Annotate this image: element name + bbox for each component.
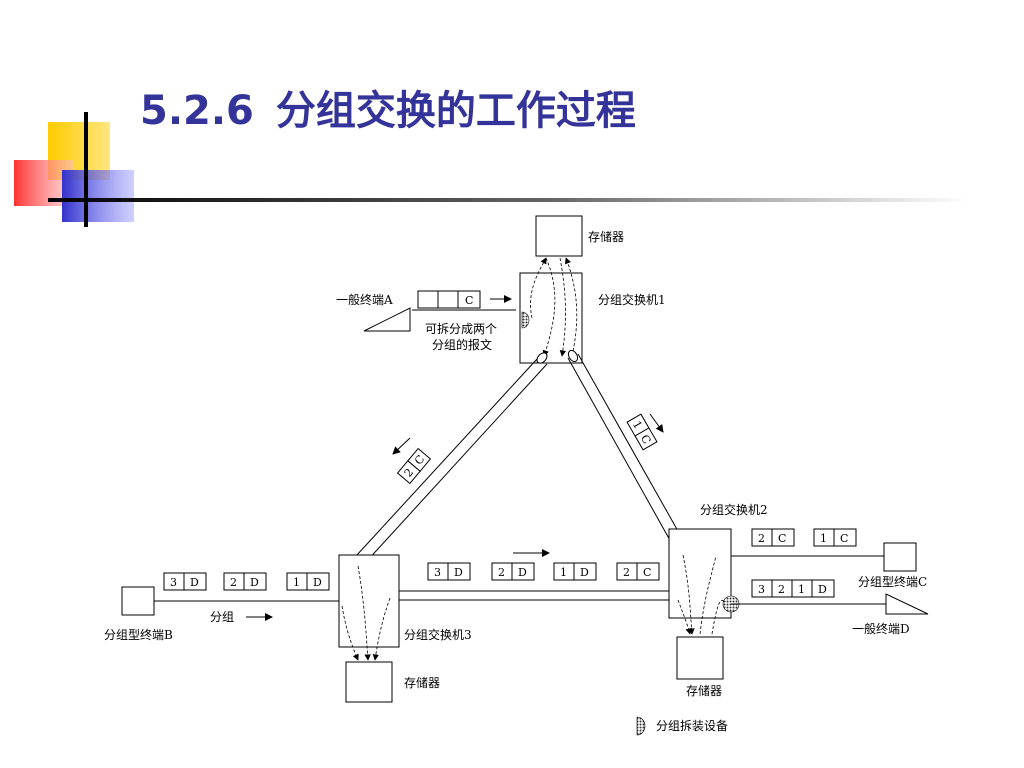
- pkt-c1-num: 2: [758, 532, 765, 545]
- terminal-a-label: 一般终端A: [336, 292, 393, 307]
- terminal-c-label: 分组型终端C: [858, 574, 927, 589]
- storage-right-label: 存储器: [686, 683, 722, 698]
- section-title: 分组交换的工作过程: [275, 88, 636, 134]
- pkt-m2-dest: D: [518, 566, 527, 579]
- note-line-2: 分组的报文: [432, 337, 492, 352]
- pkt-c1-dest: C: [778, 532, 786, 545]
- packets-s2-c: 2 C 1 C: [751, 528, 857, 547]
- pkt-b1-num: 3: [170, 576, 177, 589]
- switch-2-box: [668, 528, 732, 619]
- pkt-m3-dest: D: [580, 566, 589, 579]
- switch-1-flows: [530, 257, 578, 357]
- terminal-d-icon: [885, 593, 929, 615]
- storage-right-box: [676, 636, 724, 680]
- switch-2-label: 分组交换机2: [700, 502, 768, 517]
- legend-label: 分组拆装设备: [656, 718, 728, 733]
- terminal-c-icon: [883, 542, 917, 572]
- switch-2-flows: [677, 554, 725, 635]
- pkt-b1-dest: D: [190, 576, 199, 589]
- pkt-b3-num: 1: [293, 576, 300, 589]
- packets-b: 3 D 2 D 1 D: [163, 572, 330, 591]
- tube-s3-s2: [384, 590, 680, 601]
- terminal-b-label: 分组型终端B: [104, 627, 173, 642]
- message-d: 3 2 1 D: [751, 579, 835, 598]
- switch-3-label: 分组交换机3: [404, 627, 472, 642]
- section-number: 5.2.6: [140, 88, 254, 134]
- msg-d-dest: D: [818, 583, 827, 596]
- page-title: 5.2.6 分组交换的工作过程: [140, 78, 636, 136]
- tube-s1-s2: [567, 349, 688, 556]
- pkt-m4-dest: C: [643, 566, 651, 579]
- terminal-a-icon: [363, 307, 411, 332]
- switch-3-flows: [341, 565, 391, 661]
- arrow-s1-s2: [649, 413, 664, 433]
- switch-3-box: [338, 554, 400, 648]
- msg-d-2: 2: [778, 583, 785, 596]
- packets-s3-s2: 3 D 2 D 1 D 2 C: [427, 562, 660, 581]
- packet-s1-s3: 2 C: [396, 447, 432, 485]
- switch-1-label: 分组交换机1: [598, 292, 666, 307]
- note-line-1: 可拆分成两个: [425, 321, 497, 336]
- packet-label: 分组: [210, 610, 234, 624]
- storage-top-label: 存储器: [588, 229, 624, 244]
- pkt-m4-num: 2: [623, 566, 630, 579]
- pkt-m1-num: 3: [434, 566, 441, 579]
- packet-s1-s2: 1 C: [626, 413, 658, 451]
- msg-d-3: 3: [758, 583, 765, 596]
- message-a: C: [417, 290, 481, 309]
- disassembler-icon-2: [722, 595, 740, 613]
- pkt-b2-num: 2: [230, 576, 237, 589]
- pkt-m1-dest: D: [454, 566, 463, 579]
- legend-icon: [636, 716, 646, 736]
- disassembler-icon-1: [521, 311, 530, 329]
- storage-top-box: [535, 215, 583, 257]
- pkt-b3-dest: D: [313, 576, 322, 589]
- pkt-m2-num: 2: [498, 566, 505, 579]
- msg-d-1: 1: [798, 583, 805, 596]
- pkt-b2-dest: D: [250, 576, 259, 589]
- storage-left-box: [345, 661, 393, 703]
- arrow-s1-s3: [392, 437, 411, 455]
- pkt-m3-num: 1: [560, 566, 567, 579]
- storage-left-label: 存储器: [404, 675, 440, 690]
- message-a-cell: C: [465, 294, 473, 307]
- switch-1-box: [519, 272, 583, 364]
- tube-s1-s3: [355, 352, 548, 566]
- terminal-b-icon: [121, 586, 155, 616]
- pkt-c2-num: 1: [820, 532, 827, 545]
- terminal-d-label: 一般终端D: [852, 621, 910, 636]
- pkt-c2-dest: C: [840, 532, 848, 545]
